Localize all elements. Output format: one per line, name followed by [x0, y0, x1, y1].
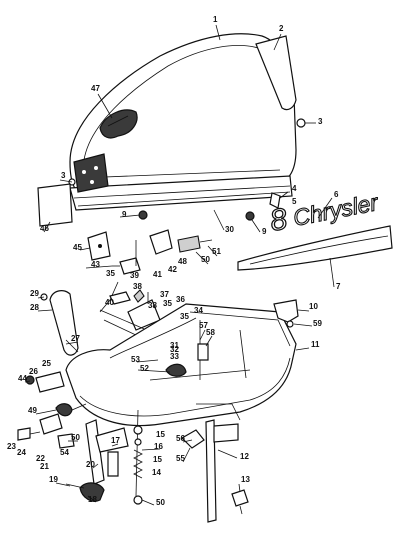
callout-c56: 56 [176, 434, 185, 443]
callout-c23: 23 [7, 442, 16, 451]
callout-c13: 13 [241, 475, 250, 484]
callout-c9a: 9 [122, 210, 127, 219]
callout-c22: 22 [36, 454, 45, 463]
callout-c27: 27 [71, 334, 80, 343]
callout-c19: 19 [49, 475, 58, 484]
callout-c45: 45 [73, 243, 82, 252]
callout-c20: 20 [86, 460, 95, 469]
callout-c28: 28 [30, 303, 39, 312]
callout-c21: 21 [40, 462, 49, 471]
callout-c2: 2 [279, 24, 284, 33]
callout-c18: 18 [88, 495, 97, 504]
callout-c49: 49 [28, 406, 37, 415]
callout-c9b: 9 [262, 227, 267, 236]
callout-c46: 46 [40, 224, 49, 233]
top-cowl [69, 33, 297, 211]
spring-rod [133, 409, 143, 505]
callout-c37: 37 [160, 290, 169, 299]
callout-c35b: 35 [163, 299, 172, 308]
cowl-front-vent [73, 153, 109, 193]
callout-c33: 33 [170, 352, 179, 361]
mount-bracket [181, 403, 249, 523]
shift-handle [65, 419, 129, 502]
callout-c43: 43 [91, 260, 100, 269]
callout-c12: 12 [240, 452, 249, 461]
callout-c35c: 35 [180, 312, 189, 321]
callout-c50b: 50 [71, 433, 80, 442]
callout-c34: 34 [194, 306, 203, 315]
callout-c38b: 38 [148, 301, 157, 310]
callout-c53: 53 [131, 355, 140, 364]
callout-c26: 26 [29, 367, 38, 376]
callout-c1: 1 [213, 15, 218, 24]
callout-c58: 58 [206, 328, 215, 337]
callout-c40: 40 [105, 298, 114, 307]
callout-c4: 4 [292, 184, 297, 193]
callout-c52: 52 [140, 364, 149, 373]
callout-c3a: 3 [318, 117, 323, 126]
side-plate [37, 183, 73, 227]
callout-c15b: 15 [153, 455, 162, 464]
callout-c25: 25 [42, 359, 51, 368]
callout-c24: 24 [17, 448, 26, 457]
callout-c5: 5 [292, 197, 297, 206]
latch-assembly [87, 229, 213, 275]
callout-c59: 59 [313, 319, 322, 328]
callout-c39: 39 [130, 271, 139, 280]
callout-c47: 47 [91, 84, 100, 93]
callout-c54: 54 [60, 448, 69, 457]
cowl-handle [99, 109, 138, 139]
callout-c35a: 35 [106, 269, 115, 278]
callout-c11: 11 [311, 340, 320, 349]
callout-c38a: 38 [133, 282, 142, 291]
callout-c15a: 15 [156, 430, 165, 439]
brand-number: 8 [267, 202, 289, 237]
callout-c41: 41 [153, 270, 162, 279]
callout-c3b: 3 [61, 171, 66, 180]
callout-c50a: 50 [201, 255, 210, 264]
callout-c7: 7 [336, 282, 341, 291]
callout-c55: 55 [176, 454, 185, 463]
callout-c32: 32 [170, 345, 179, 354]
bracket-10 [165, 299, 299, 377]
choke-knob-assembly [17, 371, 87, 449]
callout-c50c: 50 [156, 498, 165, 507]
callout-c31: 31 [170, 341, 179, 350]
callout-c10: 10 [309, 302, 318, 311]
callout-c14: 14 [152, 468, 161, 477]
callout-c57: 57 [199, 321, 208, 330]
rear-vent-plate [255, 35, 297, 111]
callout-c36: 36 [176, 295, 185, 304]
leader-lines [24, 24, 335, 506]
callout-c44: 44 [18, 374, 27, 383]
callout-labels: 1233456799101112131415151617181920212223… [7, 15, 341, 507]
washers-9 [138, 210, 255, 221]
callout-c16: 16 [154, 442, 163, 451]
callout-c48: 48 [178, 257, 187, 266]
callout-c29: 29 [30, 289, 39, 298]
callout-c30: 30 [225, 225, 234, 234]
callout-c6: 6 [334, 190, 339, 199]
callout-c51: 51 [212, 247, 221, 256]
callout-c42: 42 [168, 265, 177, 274]
callout-c17: 17 [111, 436, 120, 445]
